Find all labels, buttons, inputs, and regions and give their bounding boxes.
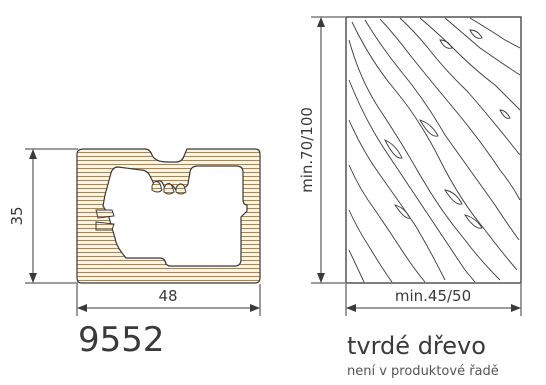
profile-height-arrow-top: [29, 149, 37, 159]
profile-width-arrow-left: [77, 304, 87, 312]
wood-grain: [348, 17, 521, 283]
profile-outline: [76, 148, 261, 284]
availability-note: není v produktové řadě: [347, 364, 499, 379]
profile-inner-detail: [151, 180, 187, 195]
lumber-width-arrow-right: [511, 304, 521, 312]
lumber-height-arrow-bottom: [317, 273, 325, 283]
profile-code: 9552: [78, 320, 165, 360]
lumber-width-label: min.45/50: [395, 287, 471, 305]
profile-left-notch: [95, 209, 115, 231]
profile-width-arrow-right: [250, 304, 260, 312]
profile-height-label: 35: [8, 206, 26, 225]
lumber-width-arrow-left: [346, 304, 356, 312]
lumber-section: min.70/100 min.45/50: [298, 16, 522, 316]
profile-height-arrow-bottom: [29, 273, 37, 283]
material-name: tvrdé dřevo: [347, 332, 486, 360]
profile-section: 35 48: [8, 148, 261, 316]
lumber-height-label: min.70/100: [298, 107, 316, 193]
profile-width-label: 48: [158, 287, 177, 305]
lumber-height-arrow-top: [317, 17, 325, 27]
